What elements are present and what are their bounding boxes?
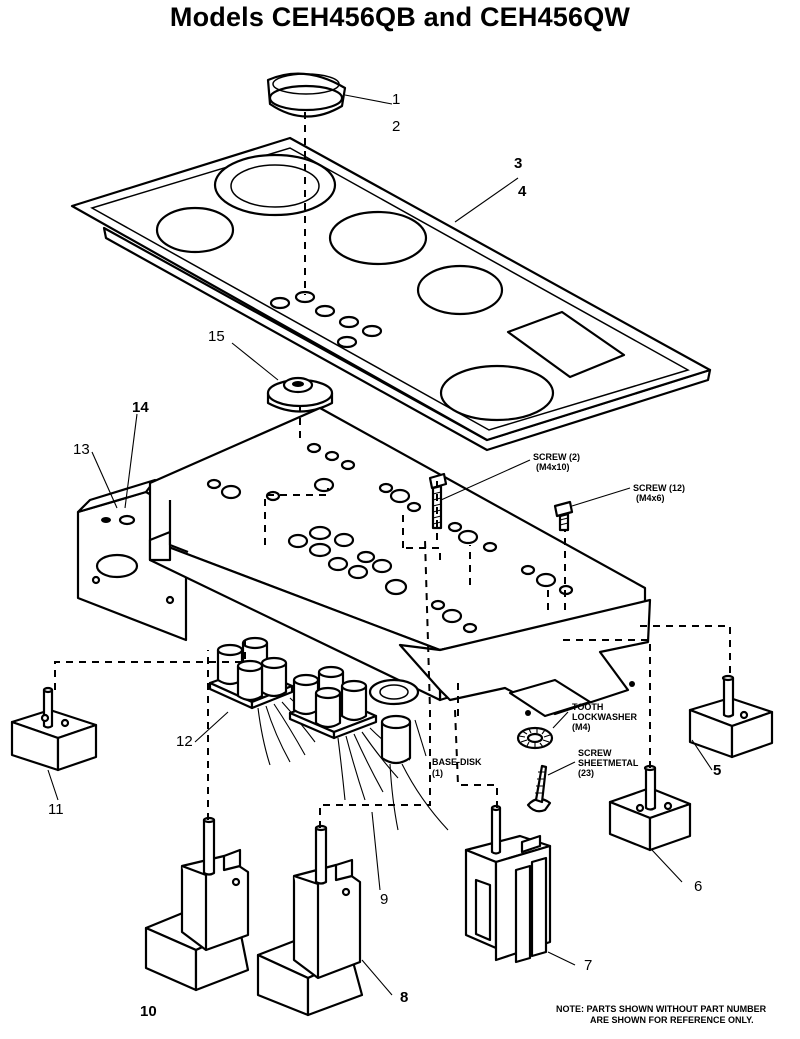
callout-14: 14 [132,399,149,416]
part-foot-right [688,674,774,771]
note-line-2: ARE SHOWN FOR REFERENCE ONLY. [590,1015,754,1025]
part-tooth-lockwasher [516,711,569,750]
callout-9: 9 [380,891,388,908]
part-foot-left [10,686,98,801]
part-screw-m4x6 [553,487,631,532]
callout-6: 6 [694,878,702,895]
part-switch-middle [256,824,393,1017]
reference-note: NOTE: PARTS SHOWN WITHOUT PART NUMBER AR… [556,1004,767,1025]
sheetmetal-screw-count: (23) [578,768,594,778]
callout-labels: 1 2 3 4 5 6 7 8 9 10 11 12 13 14 15 [48,91,721,1020]
callout-5: 5 [713,762,721,779]
callout-7: 7 [584,957,592,974]
callout-11: 11 [48,801,64,818]
screw-m4x6-size: (M4x6) [636,493,665,503]
alignment-dashes [54,112,731,828]
part-foot-center [608,764,692,883]
sheetmetal-screw-label-2: SHEETMETAL [578,758,639,768]
callout-15: 15 [208,328,225,345]
screw-m4x10-size: (M4x10) [536,462,570,472]
tooth-lockwasher-label-2: LOCKWASHER [572,712,638,722]
screw-m4x10-label: SCREW (2) [533,452,580,462]
part-chassis-box [148,406,652,718]
callout-8: 8 [400,989,408,1006]
hardware-labels: SCREW (2) (M4x10) SCREW (12) (M4x6) TOOT… [432,452,685,778]
part-switch-left [144,816,250,992]
sheetmetal-screw-label-1: SCREW [578,748,612,758]
part-knob-ring [266,72,393,118]
callout-2: 2 [392,118,400,135]
page-title: Models CEH456QB and CEH456QW [169,2,631,32]
tooth-lockwasher-size: (M4) [572,722,591,732]
note-line-1: NOTE: PARTS SHOWN WITHOUT PART NUMBER [556,1004,767,1014]
callout-12: 12 [176,733,193,750]
callout-3: 3 [514,155,522,172]
part-relay-cluster-left [194,636,319,766]
part-infinite-switch [464,804,576,966]
callout-4: 4 [518,183,527,200]
callout-10: 10 [140,1003,157,1020]
callout-1: 1 [392,91,400,108]
base-disk-label: BASE-DISK [432,757,482,767]
screw-m4x6-label: SCREW (12) [633,483,685,493]
part-pilot-light [368,678,449,891]
base-disk-count: (1) [432,768,443,778]
tooth-lockwasher-label-1: TOOTH [572,702,603,712]
part-cooktop-glass [70,136,712,452]
part-sheetmetal-screw [526,761,576,813]
callout-13: 13 [73,441,90,458]
part-relay-cluster-right [288,665,411,801]
